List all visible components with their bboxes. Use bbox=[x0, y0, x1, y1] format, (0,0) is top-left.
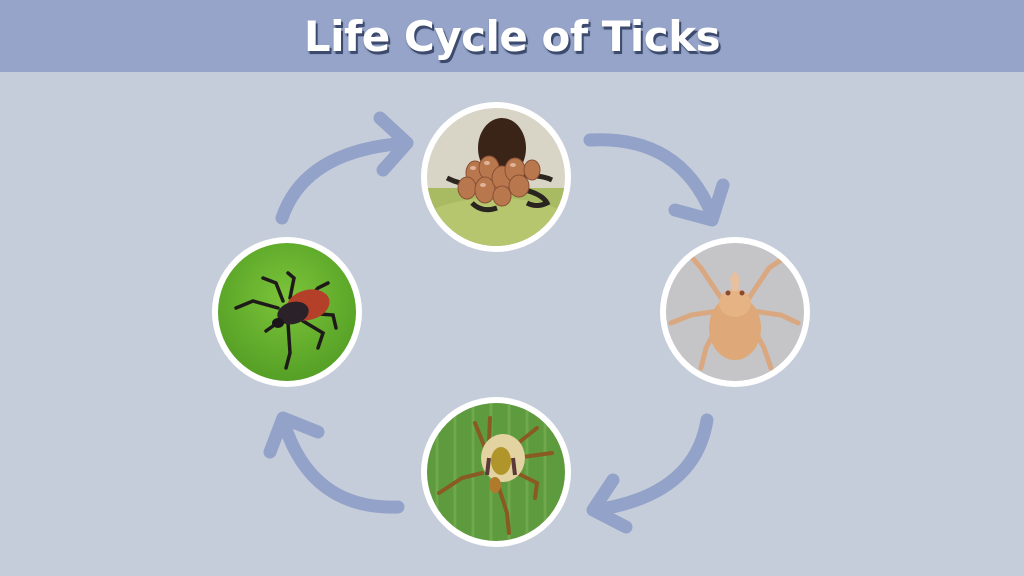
tick-eggs-image-icon bbox=[427, 108, 565, 246]
title-banner: Life Cycle of Ticks bbox=[0, 0, 1024, 72]
tick-larva-image-icon bbox=[666, 243, 804, 381]
arrow-eggs-to-larva-icon bbox=[583, 133, 730, 227]
stage-nymph bbox=[421, 397, 571, 547]
arrow-larva-to-nymph-icon bbox=[586, 413, 714, 534]
arrow-nymph-to-adult-icon bbox=[263, 411, 405, 514]
stage-adult bbox=[212, 237, 362, 387]
tick-adult-image-icon bbox=[218, 243, 356, 381]
page-title: Life Cycle of Ticks bbox=[303, 11, 721, 61]
tick-nymph-image-icon bbox=[427, 403, 565, 541]
arrow-adult-to-eggs-icon bbox=[275, 111, 414, 225]
stage-eggs bbox=[421, 102, 571, 252]
stage-larva bbox=[660, 237, 810, 387]
